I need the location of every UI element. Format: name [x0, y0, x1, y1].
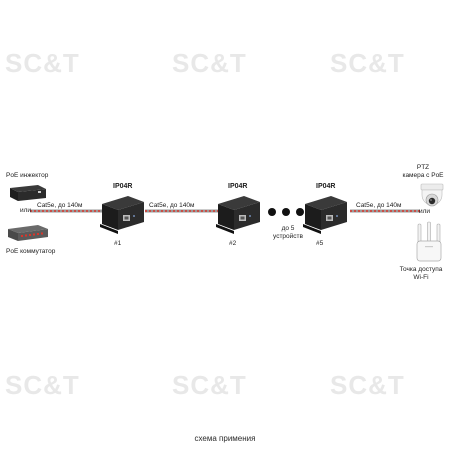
- svg-text:SC&T: SC&T: [5, 50, 80, 78]
- svg-text:SC&T: SC&T: [330, 372, 405, 400]
- watermark-bottom-right: SC&T: [330, 370, 410, 405]
- ellipsis-dots: [268, 208, 304, 216]
- ptz-camera-label: PTZ камера с PoE: [402, 164, 444, 179]
- poe-switch-icon: [8, 225, 48, 241]
- repeater-2-icon: [216, 196, 260, 234]
- watermark-bottom-left: SC&T: [5, 370, 85, 405]
- watermark-top-left: SC&T: [5, 48, 85, 83]
- watermark-top-right: SC&T: [330, 48, 410, 83]
- watermark-bottom-center: SC&T: [172, 370, 252, 405]
- repeater-5-icon: [303, 196, 347, 234]
- repeater-2-number: #2: [229, 240, 237, 247]
- right-or-label: или: [419, 208, 431, 215]
- poe-injector-label: PoE инжектор: [6, 172, 49, 179]
- repeater-5-model: IP04R: [316, 183, 336, 190]
- repeater-1-icon: [100, 196, 144, 234]
- cable-label-3: Cat5e, до 140м: [356, 202, 402, 209]
- left-or-label: или: [20, 207, 32, 214]
- poe-injector-icon: [10, 185, 46, 201]
- repeater-1-number: #1: [114, 240, 122, 247]
- repeater-5-number: #5: [316, 240, 324, 247]
- repeater-1-model: IP04R: [113, 183, 133, 190]
- wifi-access-point-label: Точка доступа Wi-Fi: [399, 266, 443, 281]
- ptz-camera-icon: [420, 183, 444, 207]
- svg-text:SC&T: SC&T: [172, 50, 247, 78]
- cable-label-2: Cat5e, до 140м: [149, 202, 195, 209]
- repeater-2-model: IP04R: [228, 183, 248, 190]
- wifi-access-point-icon: [416, 221, 442, 262]
- ellipsis-label: до 5 устройств: [273, 225, 303, 240]
- watermark-top-center: SC&T: [172, 48, 252, 83]
- diagram-caption: схема примения: [194, 434, 256, 443]
- svg-text:SC&T: SC&T: [172, 372, 247, 400]
- svg-text:SC&T: SC&T: [330, 50, 405, 78]
- poe-switch-label: PoE коммутатор: [6, 248, 56, 255]
- cable-label-1: Cat5e, до 140м: [37, 202, 83, 209]
- svg-text:SC&T: SC&T: [5, 372, 80, 400]
